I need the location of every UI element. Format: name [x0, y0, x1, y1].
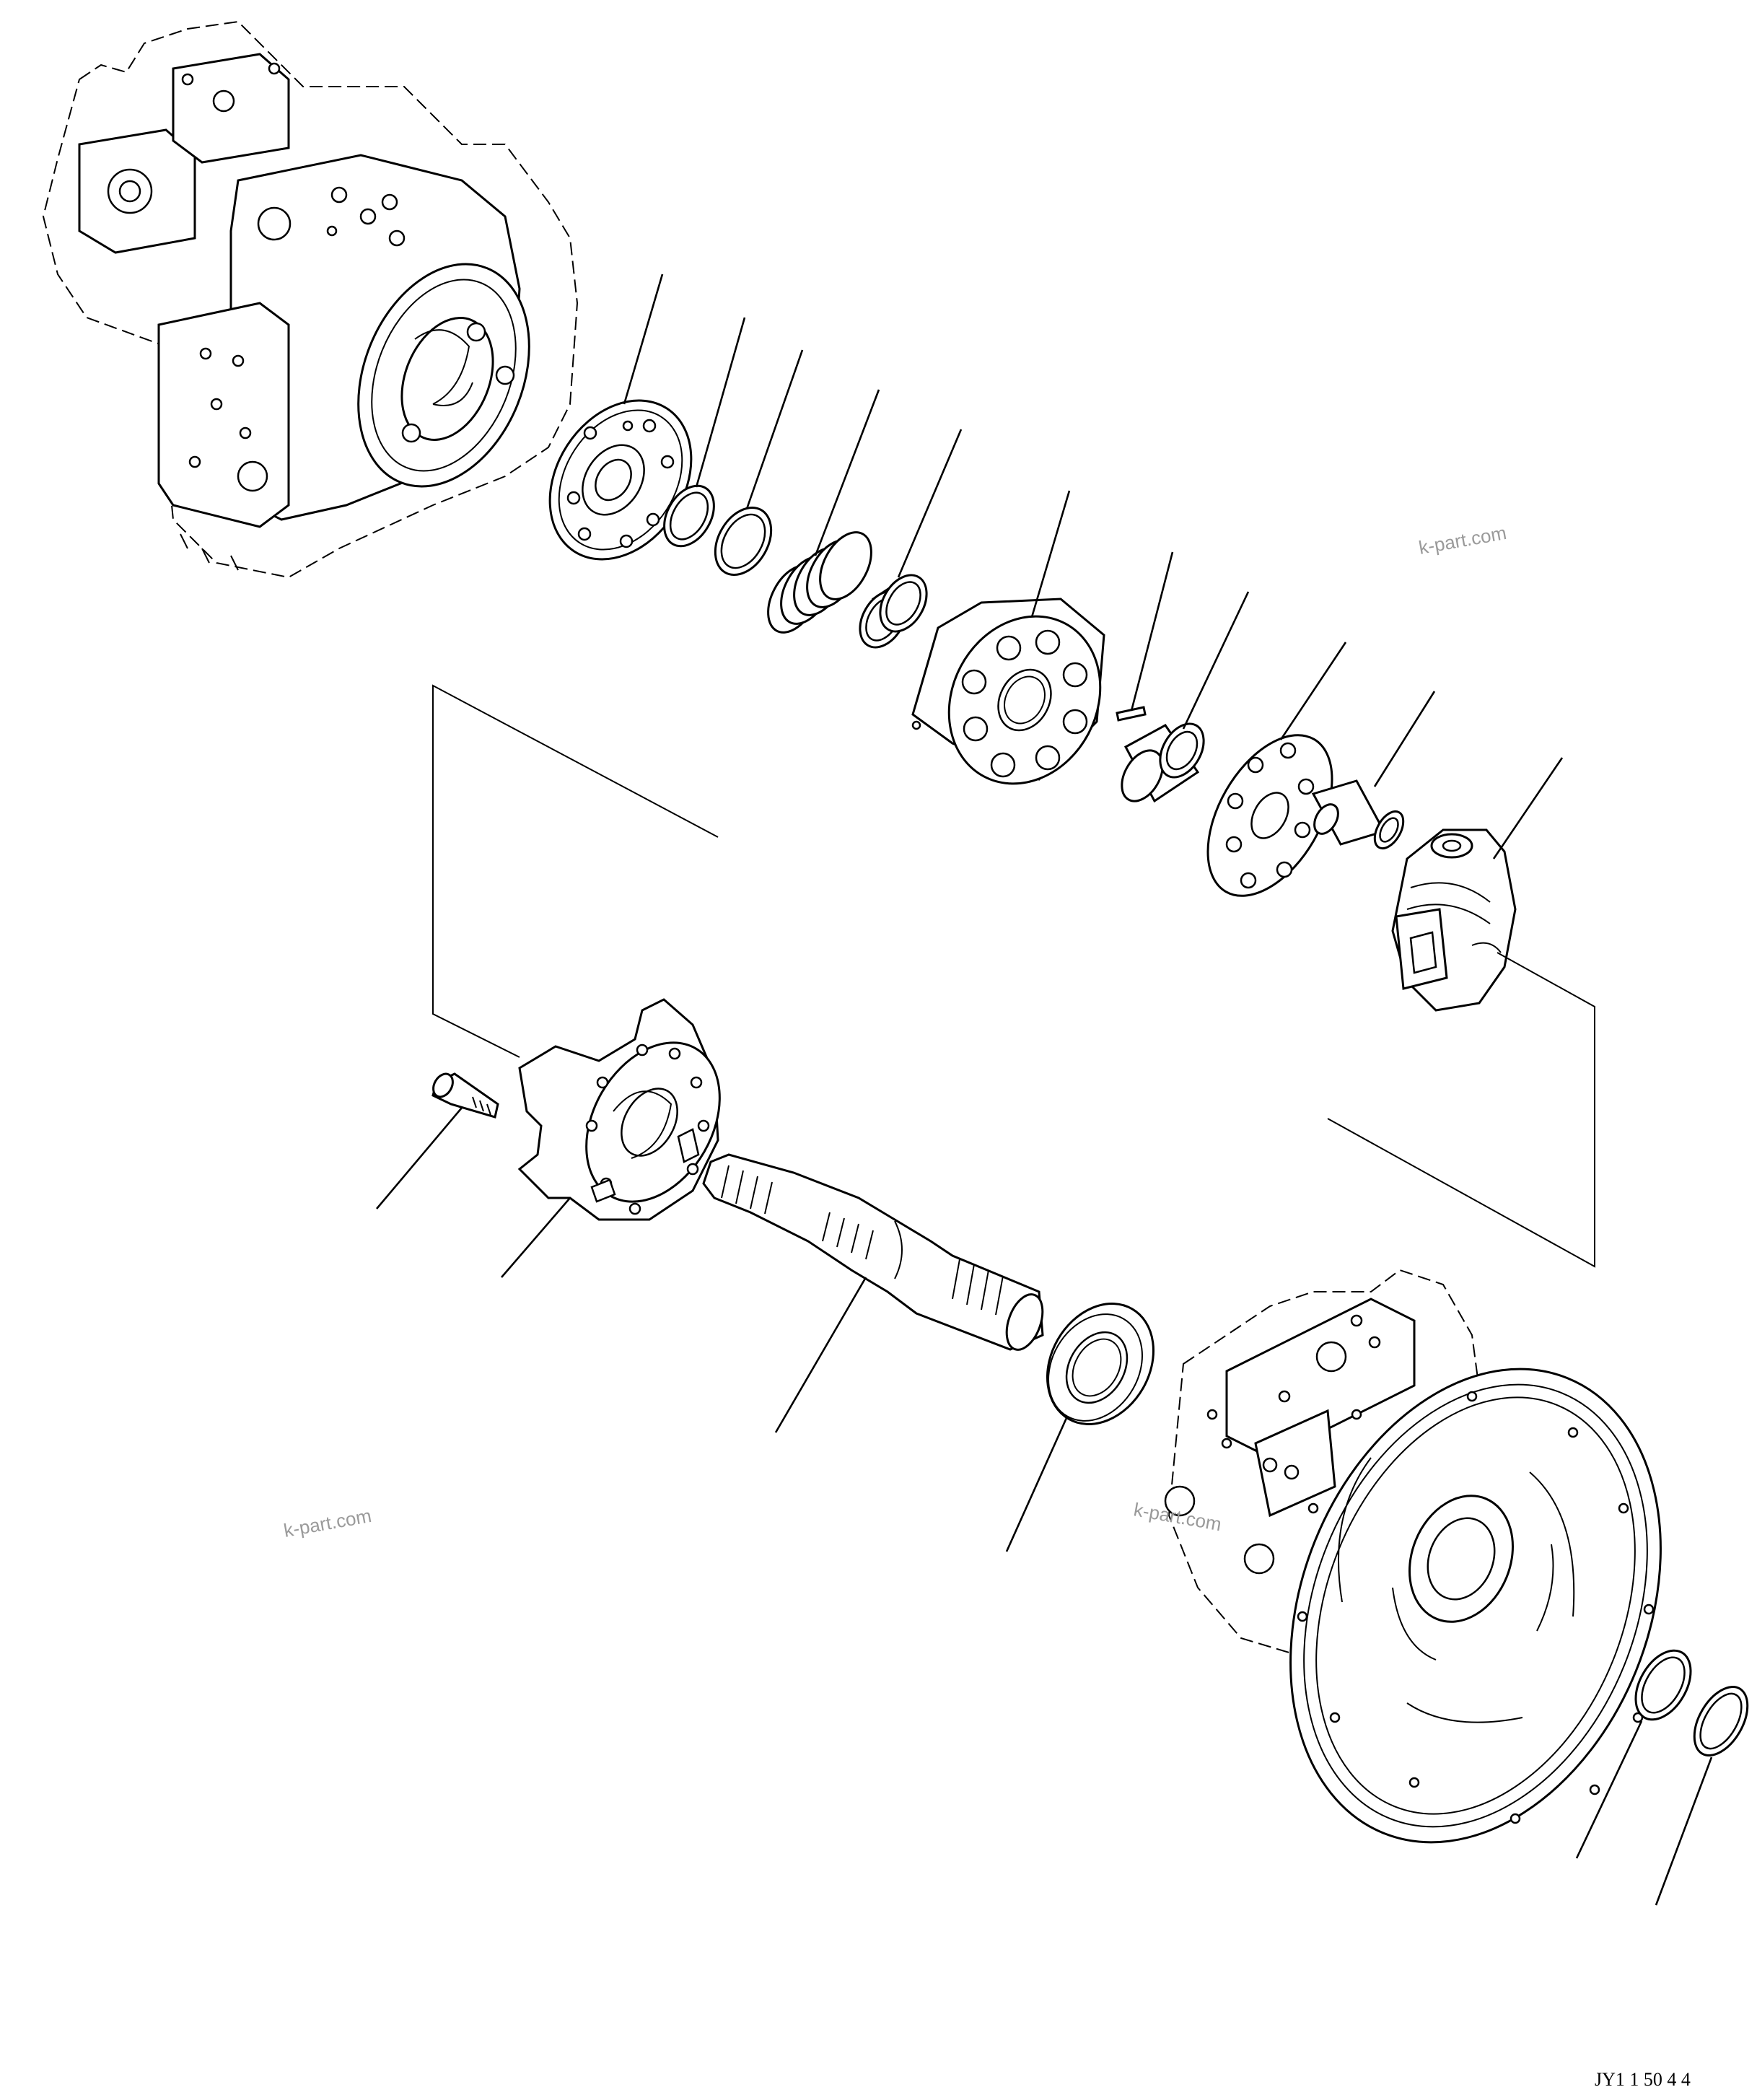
spherical-bushing: [1121, 722, 1205, 803]
retaining-ring: [1693, 1686, 1749, 1756]
cylinder-block: [911, 598, 1105, 785]
bolt: [431, 1072, 499, 1119]
washer: [714, 506, 773, 577]
watermark-left: k-part.com: [282, 1505, 373, 1541]
spring: [767, 531, 872, 634]
pump-housing-rear: [42, 20, 579, 579]
drawing-code: JY1 1 50 4 4: [1595, 2069, 1691, 2090]
piston-shoe: [1311, 779, 1405, 850]
cradle-housing: [517, 998, 721, 1221]
pump-housing-front: [1164, 1269, 1662, 1844]
swash-plate-holder: [1391, 828, 1517, 1012]
oil-seal: [1634, 1649, 1692, 1721]
drive-shaft: [702, 1153, 1044, 1351]
bracket-guide-lines: [432, 684, 1595, 1268]
retainer-plate: [1206, 734, 1333, 897]
leader-lines: [376, 274, 1713, 1906]
snap-ring: [663, 484, 715, 548]
valve-plate: [548, 399, 693, 561]
bearing: [1046, 1303, 1155, 1425]
spacer: [859, 574, 928, 649]
pin: [1116, 706, 1147, 722]
watermark-top: k-part.com: [1417, 522, 1508, 559]
